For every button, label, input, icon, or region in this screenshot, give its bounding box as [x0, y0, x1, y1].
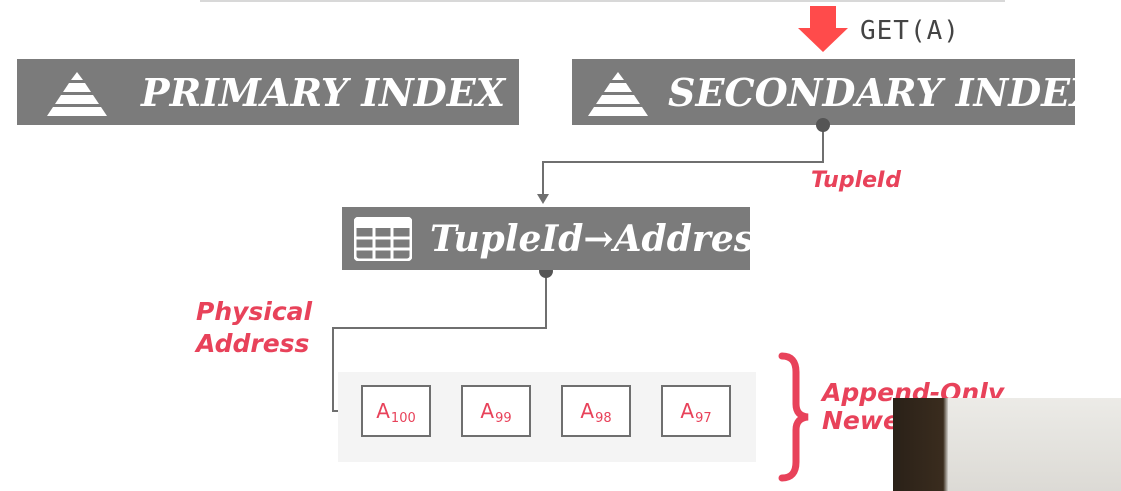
secondary-index-label: SECONDARY INDEX [668, 69, 1100, 115]
wire-secondary-to-mapping [542, 126, 824, 196]
physical-address-line-2: Address [196, 329, 310, 358]
secondary-index-box: SECONDARY INDEX [572, 59, 1100, 125]
append-only-line-2: Newe [822, 406, 900, 435]
physical-address-line-1: Physical [196, 297, 313, 326]
top-divider [200, 0, 1005, 2]
get-request-label: GET(A) [860, 16, 960, 46]
request-arrow-icon [798, 6, 848, 52]
pyramid-icon [47, 72, 107, 116]
physical-address-edge-label: Physical Address [196, 296, 312, 360]
tupleid-address-table-box: TupleId→Address [342, 207, 774, 270]
mapping-table-label: TupleId→Address [430, 217, 775, 260]
table-icon [354, 217, 412, 261]
webcam-overlay [893, 398, 1121, 491]
primary-index-label: PRIMARY INDEX [141, 69, 506, 115]
webcam-background [948, 398, 1121, 491]
primary-index-box: PRIMARY INDEX [17, 59, 519, 125]
curly-brace-icon [778, 352, 809, 482]
wire-arrowhead [537, 194, 549, 204]
pyramid-icon [588, 72, 648, 116]
tupleid-edge-label: TupleId [811, 168, 901, 193]
